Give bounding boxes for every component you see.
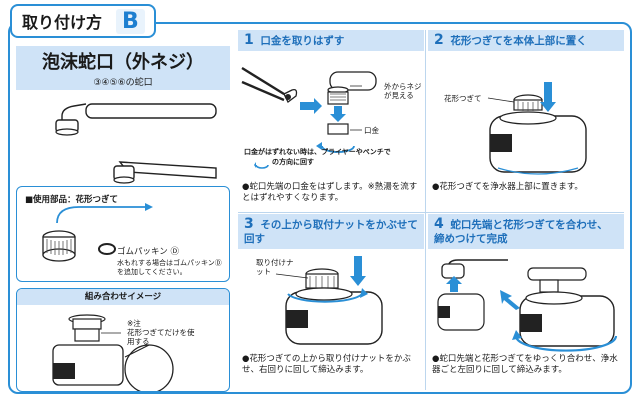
step-1-hint: 口金がはずれない時は、プライヤーやペンチで xyxy=(244,148,391,156)
step-2-heading: 2 花形つぎてを本体上部に置く xyxy=(428,30,624,51)
assembly-box: 組み合わせイメージ ※注 花形つぎてだけを使用する xyxy=(16,288,230,392)
assembly-drawing xyxy=(52,314,174,391)
step-3-description: ●花形つぎての上から取り付けナットをかぶせ、右回りに回して締込みます。 xyxy=(242,354,411,375)
assembly-note: ※注 花形つぎてだけを使用する xyxy=(127,319,197,346)
step-1-hint2: の方向に回す xyxy=(272,158,314,166)
gasket-label: ゴムパッキン Ⓓ xyxy=(117,247,179,257)
step-1-drawing xyxy=(241,66,377,153)
step-3-nut-label: 取り付けナット xyxy=(256,258,294,276)
step-2-part-label: 花形つぎて xyxy=(444,94,482,103)
step-4-description: ●蛇口先端と花形つぎてをゆっくり合わせ、浄水器ごと左回りに回して締込みます。 xyxy=(432,354,618,375)
step-4: 4 蛇口先端と花形つぎてを合わせ、締めつけて完成 ●蛇口先端と花形つぎてをゆっく… xyxy=(428,214,624,390)
parts-box: ■使用部品：花形つぎて ゴムパッキン Ⓓ 水もれする場合はゴムパッキンⒹを追加し… xyxy=(16,186,230,282)
step-3: 3 その上から取付ナットをかぶせて回す 取り付けナット ●花形つぎての上から取り… xyxy=(238,214,424,390)
step-3-heading: 3 その上から取付ナットをかぶせて回す xyxy=(238,214,424,249)
faucet-drawing xyxy=(55,103,217,184)
method-letter: B xyxy=(116,8,145,34)
parts-heading: ■使用部品：花形つぎて xyxy=(25,195,119,205)
step-1-thread-label: 外からネジが見える xyxy=(384,82,422,100)
step-1: 1 口金を取りはずす 外からネジが見える 口金 口金がはずれない時は、プライヤー… xyxy=(238,30,424,212)
step-1-description: ●蛇口先端の口金をはずします。※熱湯を流すとはずれやすくなります。 xyxy=(242,182,418,203)
product-title: 泡沫蛇口（外ネジ） xyxy=(42,52,204,73)
step-2: 2 花形つぎてを本体上部に置く 花形つぎて ●花形つぎてを浄水器上部に置きます。 xyxy=(428,30,624,212)
step-4-drawing xyxy=(437,259,618,352)
step-4-heading: 4 蛇口先端と花形つぎてを合わせ、締めつけて完成 xyxy=(428,214,624,249)
step-3-number: 3 xyxy=(244,216,254,232)
header-tab: 取り付け方 B xyxy=(10,4,156,38)
parts-drawing xyxy=(42,203,153,262)
rotate-arrow-icon xyxy=(254,162,269,169)
left-column: 泡沫蛇口（外ネジ） ③④⑤⑥の蛇口 ■使用部品：花形つぎて xyxy=(16,40,230,392)
step-1-cap-label: 口金 xyxy=(364,126,379,135)
step-2-drawing xyxy=(487,82,587,175)
assembly-note-text: 花形つぎてだけを使用する xyxy=(127,328,195,346)
step-1-title: 口金を取りはずす xyxy=(260,35,345,47)
assembly-heading: 組み合わせイメージ xyxy=(17,289,229,305)
step-2-number: 2 xyxy=(434,32,444,48)
horizontal-divider xyxy=(238,212,624,213)
step-3-drawing xyxy=(275,256,383,345)
step-4-title: 蛇口先端と花形つぎてを合わせ、締めつけて完成 xyxy=(434,219,608,245)
product-title-box: 泡沫蛇口（外ネジ） ③④⑤⑥の蛇口 xyxy=(16,46,230,90)
step-2-title: 花形つぎてを本体上部に置く xyxy=(450,35,587,47)
page-title: 取り付け方 xyxy=(22,13,103,32)
step-2-description: ●花形つぎてを浄水器上部に置きます。 xyxy=(432,182,583,192)
faucet-illustration xyxy=(16,92,230,218)
step-3-title: その上から取付ナットをかぶせて回す xyxy=(244,219,418,245)
assembly-note-mark: ※注 xyxy=(127,319,141,328)
parts-note: 水もれする場合はゴムパッキンⒹを追加してください。 xyxy=(117,259,222,276)
step-1-number: 1 xyxy=(244,32,254,48)
vertical-divider xyxy=(425,30,426,390)
step-1-heading: 1 口金を取りはずす xyxy=(238,30,424,51)
step-4-number: 4 xyxy=(434,216,444,232)
product-subtitle: ③④⑤⑥の蛇口 xyxy=(93,78,153,88)
